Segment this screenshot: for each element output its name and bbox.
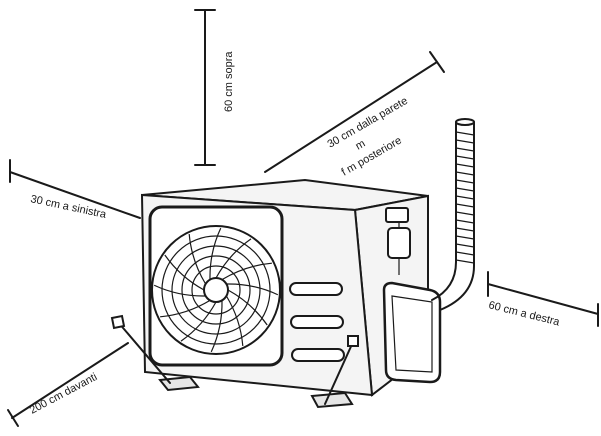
duct-rib [455,155,475,160]
valve-cover [382,281,442,384]
duct-rib [455,203,475,208]
duct-rib [455,259,475,264]
duct-rib [455,163,475,168]
duct-rib [455,195,475,200]
mounting-bolt-right [324,335,359,405]
fan-grille [151,225,281,355]
clearance-right-dimension [487,271,599,327]
duct-rib [455,219,475,224]
clearance-front-dimension [7,342,129,427]
clearance-rear-label-3: f m posteriore [340,135,404,179]
duct-rib [455,131,475,136]
fan-spoke [221,262,272,281]
duct-rib [455,251,475,256]
fan-spoke [209,227,222,280]
fan-spoke [210,300,223,353]
mounting-bolt-left [110,314,171,384]
fan-spoke [160,299,211,318]
fan-spoke [153,284,206,297]
fan-spoke [188,234,207,285]
fan-spoke [227,289,268,326]
fan-spoke [225,295,244,346]
duct-rib [455,187,475,192]
duct-rib [455,179,475,184]
duct-rib [455,139,475,144]
clearance-front-label: 200 cm davanti [28,371,100,417]
service-valves [385,207,411,275]
clearance-rear-label-2: m [354,138,368,153]
clearance-top-dimension [194,9,216,166]
clearance-right-label: 60 cm a destra [487,299,561,328]
pipe-duct [431,118,475,311]
fan-spoke [226,283,279,296]
clearance-left-label: 30 cm a sinistra [29,193,108,221]
duct-rib [455,243,475,248]
duct-rib [455,211,475,216]
fan-spoke [164,254,205,291]
clearance-rear-dimension [264,51,445,173]
fan-spoke [180,301,217,342]
clearance-top-label: 60 cm sopra [223,51,235,112]
duct-rib [455,147,475,152]
fan-spoke [215,238,252,279]
clearance-left-dimension [9,159,141,219]
duct-rib [455,171,475,176]
unit-feet [158,375,354,409]
duct-rib [455,227,475,232]
side-vents [289,282,345,362]
duct-rib [455,235,475,240]
